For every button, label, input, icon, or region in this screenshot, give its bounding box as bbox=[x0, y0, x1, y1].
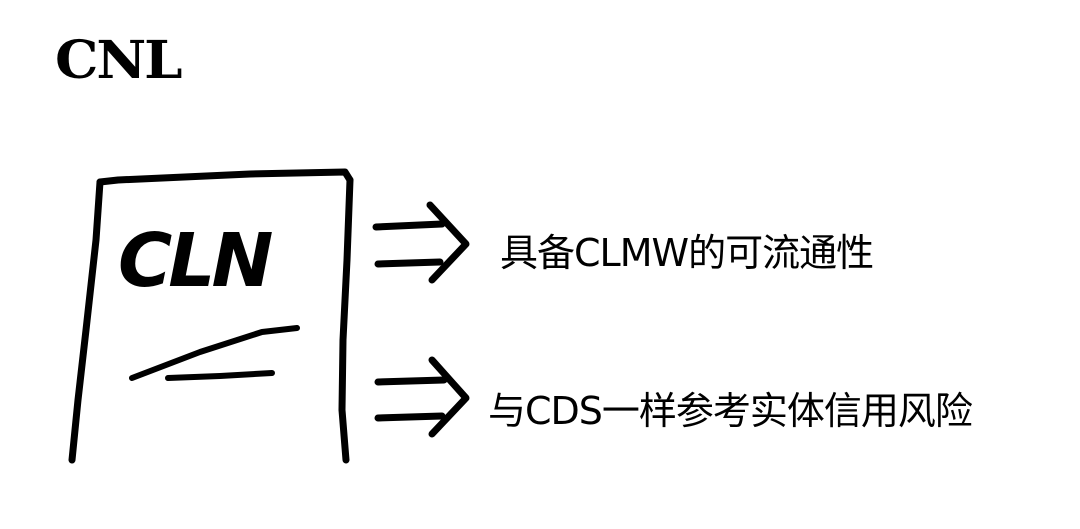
page-title: CNL bbox=[55, 30, 183, 91]
statement-tradability: 具备CLMW的可流通性 bbox=[500, 231, 874, 275]
statement-credit-risk: 与CDS一样参考实体信用风险 bbox=[488, 389, 973, 433]
document-label: CLN bbox=[118, 218, 273, 304]
double-arrow-icon bbox=[372, 201, 470, 284]
document-icon bbox=[68, 168, 354, 464]
double-arrow-icon bbox=[374, 356, 470, 438]
